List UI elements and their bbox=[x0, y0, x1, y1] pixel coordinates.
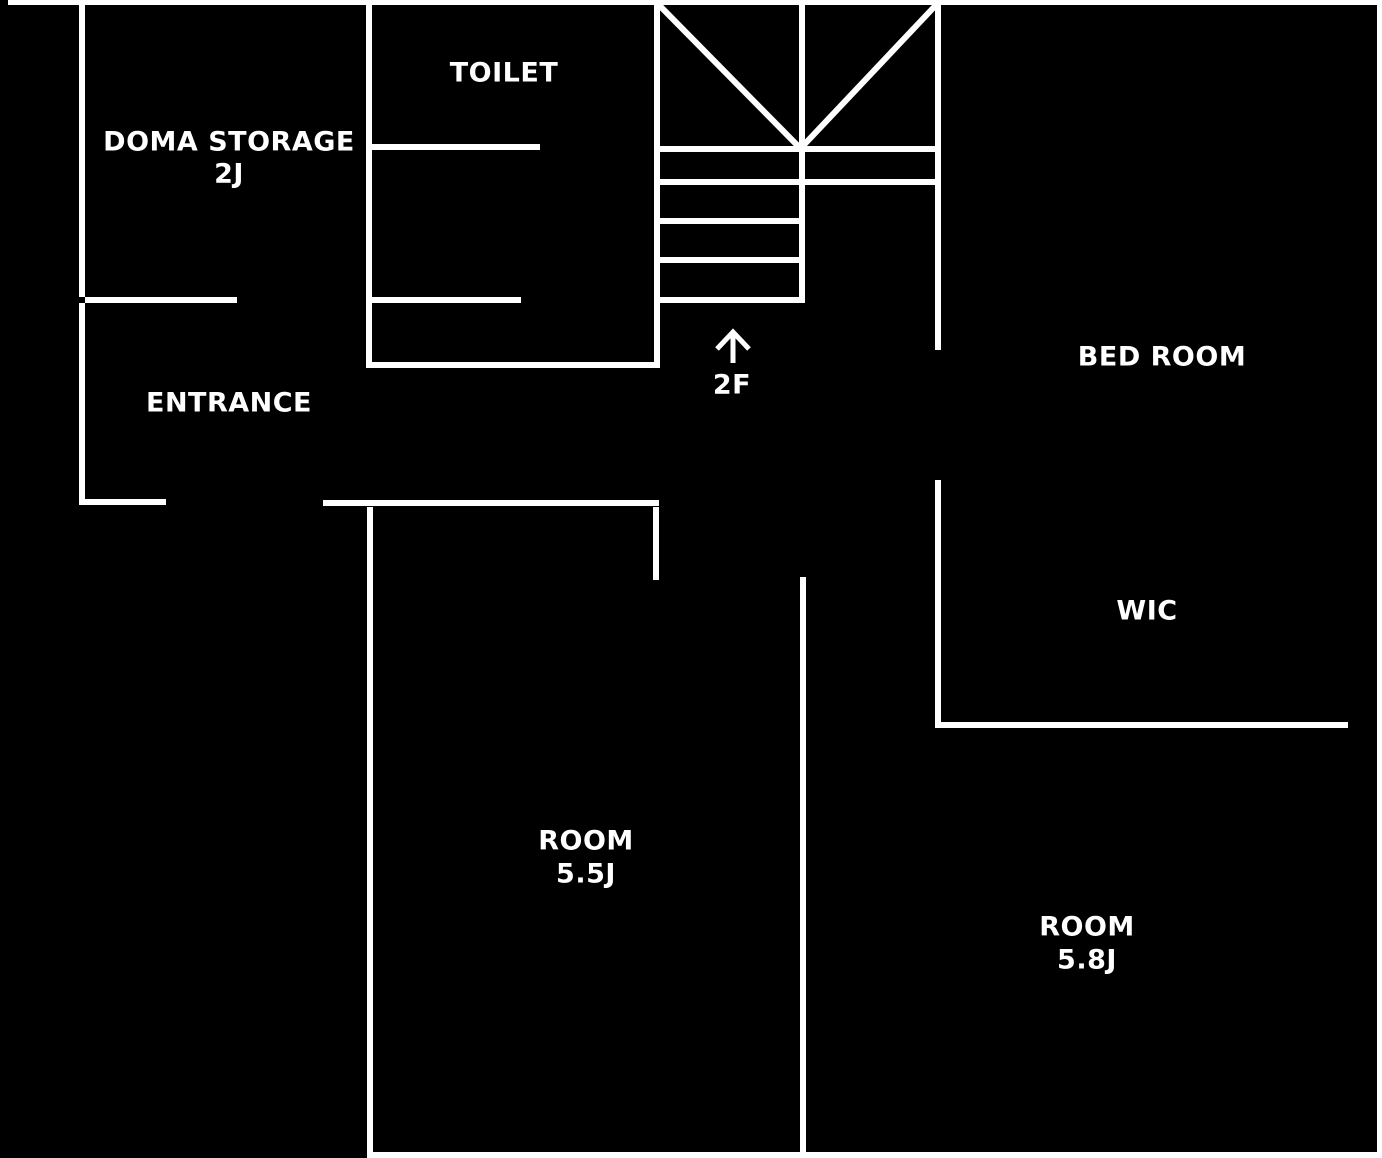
wall-entrance-bottom bbox=[79, 499, 166, 505]
room-label-bed-room: BED ROOM bbox=[1077, 341, 1247, 373]
wall-right-border bbox=[1377, 0, 1382, 1158]
wall-room55-left bbox=[367, 507, 373, 1158]
wall-top-border bbox=[8, 0, 1382, 5]
stair-diagonal-left bbox=[656, 2, 803, 151]
stair-step-2 bbox=[660, 179, 935, 185]
wall-doma-bottom bbox=[85, 297, 237, 303]
wall-room-divider bbox=[800, 577, 806, 1158]
stair-diagonal-right bbox=[798, 2, 939, 151]
wall-stair-mid bbox=[799, 3, 805, 303]
wall-hall-top bbox=[366, 362, 660, 368]
wall-toilet-line-a bbox=[372, 144, 540, 150]
wall-room55-top bbox=[323, 500, 659, 506]
wall-wic-bottom bbox=[935, 722, 1348, 728]
room-label-toilet: TOILET bbox=[449, 57, 559, 89]
stair-step-4 bbox=[660, 257, 799, 263]
wall-toilet-line-b bbox=[372, 297, 521, 303]
wall-bottom-border bbox=[367, 1152, 1382, 1158]
wall-left-lower bbox=[79, 303, 85, 505]
stair-step-3 bbox=[660, 218, 799, 224]
wall-left-upper bbox=[79, 3, 85, 297]
room-label-room58-size: 5.8J bbox=[1057, 944, 1117, 976]
room-label-wic: WIC bbox=[1116, 595, 1178, 627]
room-label-doma-storage: DOMA STORAGE bbox=[103, 126, 355, 158]
stair-step-1 bbox=[660, 146, 935, 152]
room-label-room55: ROOM bbox=[538, 825, 634, 857]
wall-stair-right bbox=[935, 3, 941, 350]
wall-stair-left bbox=[654, 3, 660, 368]
room-label-room58: ROOM bbox=[1039, 911, 1135, 943]
room-label-room55-size: 5.5J bbox=[556, 858, 616, 890]
wall-wic-left bbox=[935, 480, 941, 728]
up-arrow-icon bbox=[715, 328, 751, 363]
wall-toilet-divider bbox=[366, 3, 372, 368]
wall-room55-right-stub bbox=[653, 507, 659, 580]
room-label-entrance: ENTRANCE bbox=[146, 387, 312, 419]
room-label-doma-storage-size: 2J bbox=[214, 158, 244, 190]
stair-step-5 bbox=[660, 297, 805, 303]
stairs-floor-label: 2F bbox=[712, 369, 752, 401]
